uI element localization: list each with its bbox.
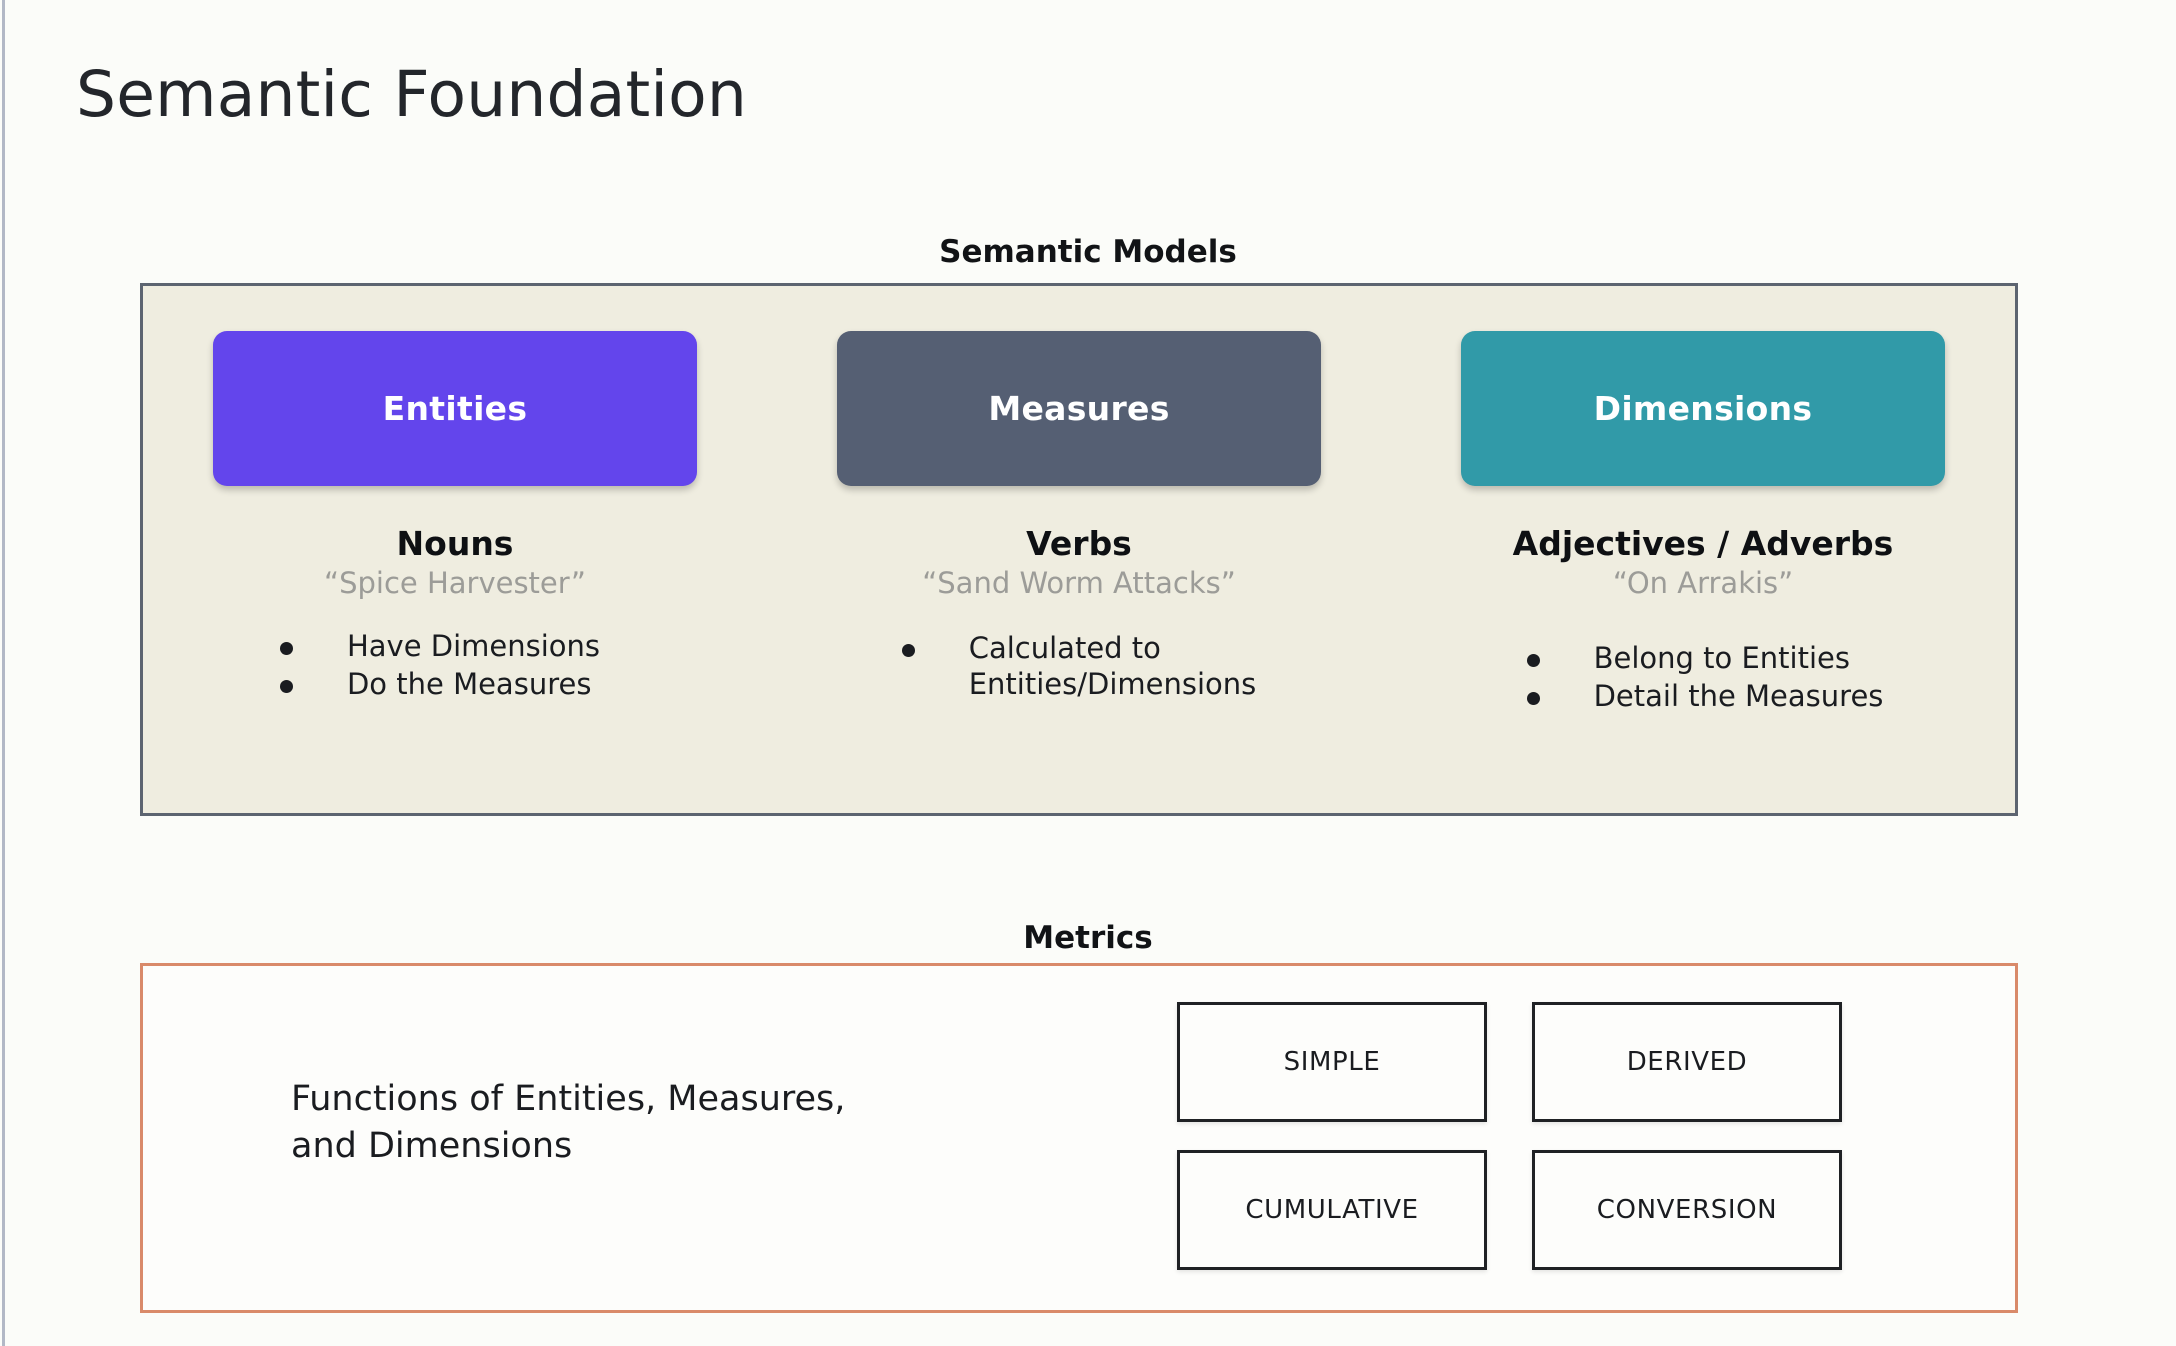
entities-pill[interactable]: Entities xyxy=(213,331,697,486)
measures-example: “Sand Worm Attacks” xyxy=(922,565,1236,600)
metrics-heading: Metrics xyxy=(1023,920,1153,956)
semantic-column-measures: Measures Verbs “Sand Worm Attacks” Calcu… xyxy=(767,286,1391,813)
metrics-panel: Functions of Entities, Measures, and Dim… xyxy=(140,963,2018,1313)
dimensions-bullet-0: Belong to Entities xyxy=(1593,641,1850,676)
semantic-column-entities: Entities Nouns “Spice Harvester” Have Di… xyxy=(143,286,767,813)
entities-bullet-list: Have Dimensions Do the Measures xyxy=(279,629,601,704)
metrics-description: Functions of Entities, Measures, and Dim… xyxy=(291,1079,846,1166)
page-title: Semantic Foundation xyxy=(76,58,747,131)
dimensions-bullet-1: Detail the Measures xyxy=(1593,678,1884,713)
metric-type-simple[interactable]: SIMPLE xyxy=(1177,1002,1487,1122)
dimensions-part-of-speech: Adjectives / Adverbs xyxy=(1512,524,1894,563)
measures-bullet-0: Calculated to Entities/Dimensions xyxy=(968,631,1257,701)
entities-part-of-speech: Nouns xyxy=(396,524,514,563)
dimensions-example: “On Arrakis” xyxy=(1612,565,1794,600)
metric-type-cumulative[interactable]: CUMULATIVE xyxy=(1177,1150,1487,1270)
entities-bullet-1: Do the Measures xyxy=(346,666,592,701)
bullet-dot-icon xyxy=(279,642,293,656)
semantic-models-heading: Semantic Models xyxy=(939,234,1237,270)
metric-type-conversion[interactable]: CONVERSION xyxy=(1532,1150,1842,1270)
metrics-type-grid: SIMPLE DERIVED CUMULATIVE CONVERSION xyxy=(1177,1002,1842,1270)
list-item: Detail the Measures xyxy=(1526,678,1884,714)
measures-bullet-list: Calculated to Entities/Dimensions xyxy=(901,631,1257,704)
measures-part-of-speech: Verbs xyxy=(1026,524,1132,563)
measures-pill[interactable]: Measures xyxy=(837,331,1321,486)
bullet-dot-icon xyxy=(1526,654,1540,668)
semantic-models-columns: Entities Nouns “Spice Harvester” Have Di… xyxy=(143,286,2015,813)
list-item: Belong to Entities xyxy=(1526,641,1884,676)
bullet-dot-icon xyxy=(279,679,293,693)
dimensions-pill[interactable]: Dimensions xyxy=(1461,331,1945,486)
dimensions-bullet-list: Belong to Entities Detail the Measures xyxy=(1526,641,1884,716)
entities-example: “Spice Harvester” xyxy=(324,565,586,600)
bullet-dot-icon xyxy=(901,644,915,658)
semantic-models-panel: Entities Nouns “Spice Harvester” Have Di… xyxy=(140,283,2018,816)
list-item: Have Dimensions xyxy=(279,629,601,664)
list-item: Do the Measures xyxy=(279,666,600,702)
page-left-edge-rule xyxy=(2,0,5,1346)
entities-bullet-0: Have Dimensions xyxy=(346,629,601,664)
metric-type-derived[interactable]: DERIVED xyxy=(1532,1002,1842,1122)
bullet-dot-icon xyxy=(1526,691,1540,705)
semantic-column-dimensions: Dimensions Adjectives / Adverbs “On Arra… xyxy=(1391,286,2015,813)
list-item: Calculated to Entities/Dimensions xyxy=(901,631,1257,702)
